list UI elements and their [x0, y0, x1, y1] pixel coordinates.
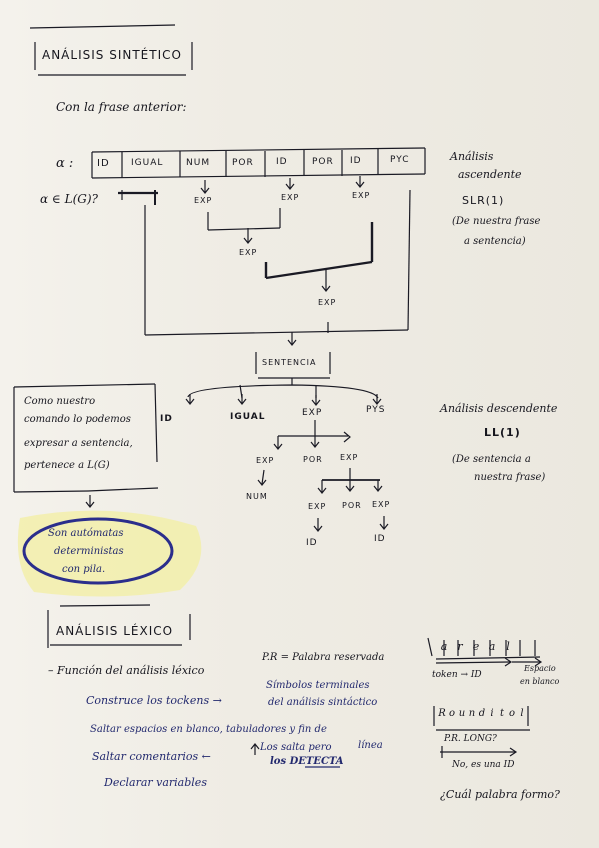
tape-cell: a — [488, 640, 496, 653]
ascendente-title-1: Análisis — [450, 150, 494, 163]
tape-cell: l — [506, 640, 510, 653]
token-cell: ID — [97, 158, 110, 169]
ascendente-title-2: ascendente — [458, 168, 522, 181]
tape-cell: l — [520, 708, 524, 719]
tape-two-question: P.R. LONG? — [444, 734, 497, 744]
tape-one: a r e a l — [436, 640, 536, 656]
token-cell: POR — [312, 157, 334, 167]
alpha-label: α : — [56, 156, 74, 171]
circle-mark — [22, 517, 174, 585]
lexico-item: Construce los tockens → — [86, 694, 222, 707]
box-note-line: pertenece a L(G) — [24, 460, 110, 471]
token-cell: POR — [232, 158, 254, 168]
tape-cell: i — [490, 708, 494, 719]
intro-text: Con la frase anterior: — [56, 100, 187, 114]
tape-cell: e — [472, 640, 480, 653]
tape-two: R o u n d i t o l — [437, 708, 529, 726]
tape-cell: d — [478, 708, 486, 719]
sentencia-node: SENTENCIA — [262, 358, 317, 367]
exp-node: EXP — [239, 248, 258, 257]
token-cell: ID — [276, 157, 288, 167]
section-title-sintactico: ANÁLISIS SINTÉTICO — [42, 48, 182, 62]
top-rule — [29, 24, 176, 29]
tree-node: ID — [160, 414, 173, 424]
tree-node: IGUAL — [230, 412, 266, 422]
tape-cell: o — [448, 708, 456, 719]
box-note-line: Como nuestro — [24, 396, 96, 407]
ascendente-method: SLR(1) — [462, 194, 505, 207]
lexico-item-side: los DETECTA — [270, 756, 344, 767]
tree-node: POR — [342, 501, 362, 510]
exp-node: EXP — [352, 191, 371, 200]
tree-node: EXP — [256, 456, 275, 465]
circle-note-line: Son autómatas — [48, 528, 124, 539]
tree-node: EXP — [308, 502, 327, 511]
tape-cell: t — [499, 708, 505, 719]
lexico-item: Saltar espacios en blanco, tabuladores y… — [90, 724, 327, 735]
tree-node: NUM — [246, 492, 268, 501]
tape-one-token: token → ID — [432, 670, 482, 680]
exp-node: EXP — [318, 298, 337, 307]
final-question: ¿Cuál palabra formo? — [440, 788, 560, 801]
pr-note: P.R = Palabra reservada — [262, 652, 385, 663]
tree-node: EXP — [372, 500, 391, 509]
lexico-item: Declarar variables — [104, 776, 207, 789]
tape-cell: R — [438, 708, 446, 719]
descendente-method: LL(1) — [484, 426, 521, 439]
token-cell: NUM — [186, 158, 211, 168]
tree-node: EXP — [302, 408, 323, 418]
box-note-line: comando lo podemos — [24, 414, 131, 425]
exp-node: EXP — [281, 193, 300, 202]
tape-two-answer: No, es una ID — [452, 760, 515, 770]
tree-node: ID — [306, 538, 318, 548]
tape-one-space-2: en blanco — [520, 677, 560, 686]
tree-node: EXP — [340, 453, 359, 462]
section-title-lexico: ANÁLISIS LÉXICO — [56, 624, 174, 638]
tape-cell: u — [458, 708, 466, 719]
lexico-item: Saltar comentarios ← — [92, 750, 211, 763]
token-cell: ID — [350, 156, 362, 166]
descendente-title: Análisis descendente — [440, 402, 558, 415]
box-note-line: expresar a sentencia, — [24, 438, 133, 449]
circle-note-line: deterministas — [54, 546, 124, 557]
tape-cell: o — [508, 708, 516, 719]
tape-cell: n — [468, 708, 476, 719]
tree-node: POR — [303, 455, 323, 464]
ascendente-note-1: (De nuestra frase — [452, 216, 541, 227]
tape-cell: a — [440, 640, 448, 653]
tree-node: PYS — [366, 405, 386, 415]
descendente-note-1: (De sentencia a — [452, 454, 531, 465]
lexico-item-side: línea — [358, 740, 383, 751]
ascendente-note-2: a sentencia) — [464, 236, 526, 247]
lexico-item-side: del análisis sintáctico — [268, 697, 378, 708]
circle-note-line: con pila. — [62, 564, 106, 575]
lexico-item-side: Símbolos terminales — [266, 680, 370, 691]
lexico-bullet: – Función del análisis léxico — [48, 664, 205, 677]
token-cell: IGUAL — [131, 158, 164, 168]
exp-node: EXP — [194, 196, 213, 205]
descendente-note-2: nuestra frase) — [474, 472, 546, 483]
token-cell: PYC — [390, 155, 410, 165]
tree-node: ID — [374, 534, 386, 544]
language-question: α ∈ L(G)? — [40, 192, 98, 206]
lexico-item-side: Los salta pero — [260, 742, 332, 753]
tape-cell: r — [457, 640, 463, 653]
tape-one-space-1: Espacio — [524, 664, 556, 673]
